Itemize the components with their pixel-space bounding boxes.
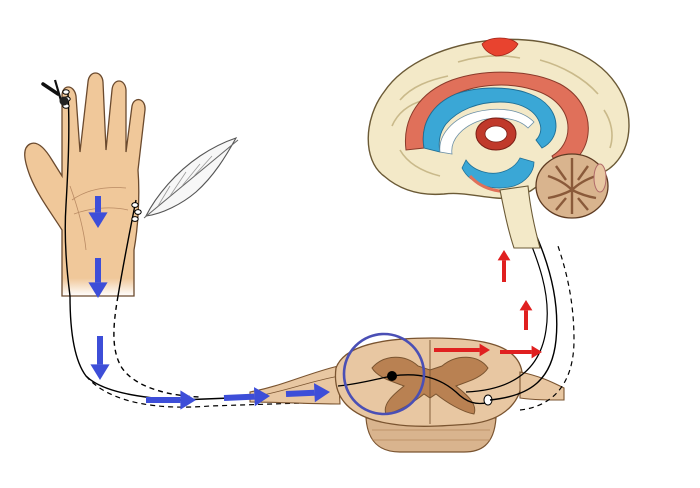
spinal-cord — [249, 337, 565, 453]
vertebra — [365, 417, 497, 453]
afferent-arrows — [88, 196, 330, 410]
thenar-crease — [69, 185, 87, 251]
brainstem — [499, 185, 541, 249]
spinal-root-right — [519, 371, 565, 401]
hand-silhouette — [24, 72, 146, 297]
afferent-nerve-lower — [85, 375, 335, 408]
efferent-arrow — [500, 345, 542, 359]
efferent-arrow — [519, 300, 533, 330]
tract-dashed — [519, 245, 575, 411]
afferent-arrow — [88, 196, 108, 228]
hand-nerve-line — [64, 93, 71, 297]
efferent-arrow — [434, 343, 490, 357]
ventricle — [422, 87, 557, 153]
cerebellum — [535, 153, 609, 219]
cortex-highlight — [481, 37, 519, 57]
highlight-circle — [342, 332, 426, 416]
afferent-arrow — [223, 387, 270, 407]
afferent-arrow — [285, 383, 330, 403]
hand-nerve-line-2 — [117, 199, 137, 297]
afferent-arrow — [90, 336, 110, 380]
efferent-arrow — [497, 250, 511, 282]
afferent-arrow — [146, 390, 196, 410]
palm-crease-1 — [71, 187, 127, 201]
pin-icon — [41, 79, 69, 106]
efferent-arrows — [434, 250, 542, 359]
wrist-receptors — [131, 202, 142, 222]
feather-icon — [143, 137, 239, 219]
afferent-nerve-dashed — [113, 295, 201, 398]
afferent-arrow — [88, 258, 108, 298]
cord-fibre — [337, 374, 491, 405]
brain — [367, 37, 630, 249]
hand — [24, 72, 146, 297]
